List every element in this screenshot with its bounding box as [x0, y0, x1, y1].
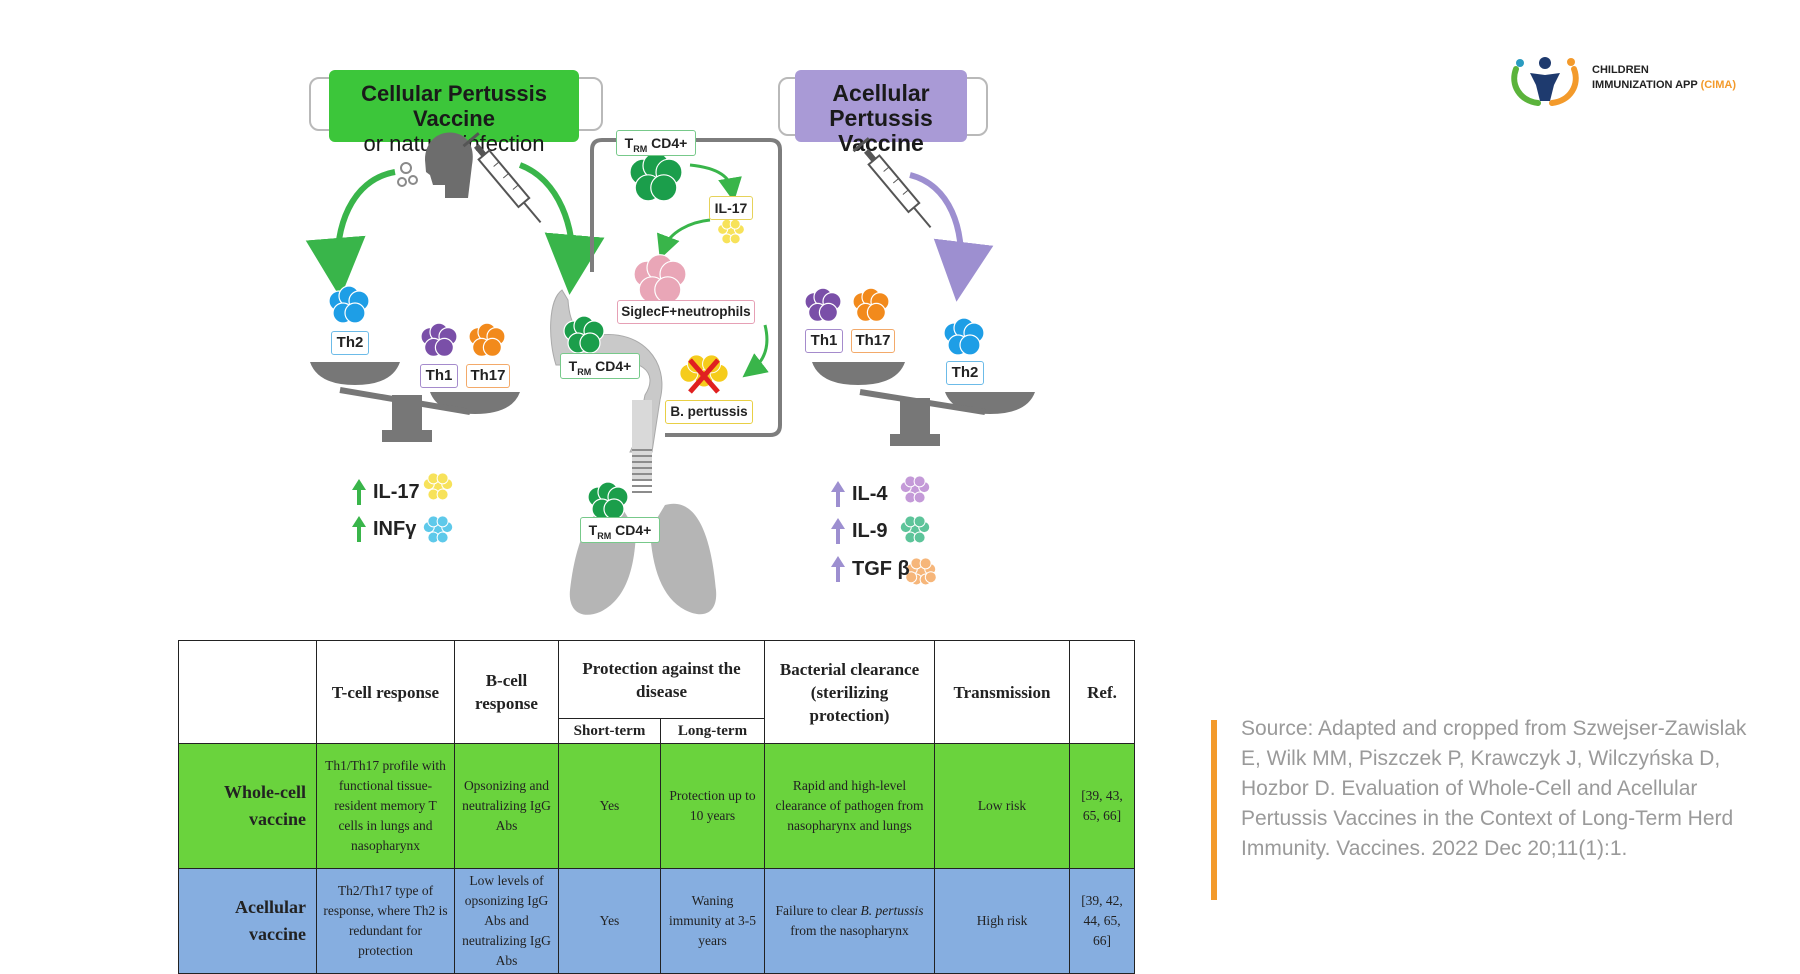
cell-long-term: Waning immunity at 3-5 years — [660, 868, 765, 974]
header-short-term: Short-term — [558, 718, 661, 744]
arrow-il17-to-neutrophils — [656, 218, 711, 260]
cell-short-term: Yes — [558, 868, 661, 974]
cell-transmission: Low risk — [934, 743, 1070, 869]
cell-tcell: Th2/Th17 type of response, where Th2 is … — [316, 868, 455, 974]
acellular-vaccine-title: Acellular Pertussis Vaccine — [795, 70, 967, 156]
header-ref: Ref. — [1069, 640, 1135, 744]
blocked-x-icon — [688, 358, 720, 394]
up-arrow-il17 — [352, 479, 366, 505]
th1-cell-cluster-right — [804, 287, 842, 322]
acellular-title-line1: Acellular — [832, 80, 930, 106]
cell-clearance: Rapid and high-level clearance of pathog… — [764, 743, 935, 869]
tgfb-cytokine-dots-right — [905, 557, 937, 586]
th17-cell-cluster-left — [468, 322, 506, 357]
logo-line-2: IMMUNIZATION APP (CIMA) — [1592, 79, 1737, 91]
cell-long-term: Protection up to 10 years — [660, 743, 765, 869]
syringe-icon-left — [462, 132, 542, 224]
infg-cytokine-dots-left — [422, 515, 454, 544]
source-accent-bar — [1211, 720, 1217, 900]
il17-cytokine-dots-left — [422, 472, 454, 501]
th1-label-left: Th1 — [420, 364, 458, 388]
siglecf-neutrophil-cluster — [633, 254, 687, 304]
il9-cytokine-dots-right — [899, 515, 931, 544]
arrow-neutrophils-to-bp — [742, 324, 769, 378]
cell-tcell: Th1/Th17 profile with functional tissue-… — [316, 743, 455, 869]
logo-line-1: CHILDREN — [1592, 64, 1649, 76]
syringe-icon-right — [852, 137, 932, 229]
source-citation: Source: Adapted and cropped from Szwejse… — [1241, 717, 1747, 860]
table-header-row: T-cell response B-cell response Protecti… — [178, 640, 1135, 744]
th17-cell-cluster-right — [852, 287, 890, 322]
trm-panel-frame — [590, 138, 782, 437]
cellular-title-line1: Cellular Pertussis Vaccine — [361, 81, 547, 131]
cytokine-infg-left: INFγ — [373, 518, 417, 540]
cell-short-term: Yes — [558, 743, 661, 869]
green-arrow-left — [305, 169, 396, 298]
neutrophils-label: SiglecF+neutrophils — [617, 300, 755, 324]
header-clearance: Bacterial clearance (sterilizing protect… — [764, 640, 935, 744]
il4-cytokine-dots-right — [899, 475, 931, 504]
trm-cell-cluster-airway — [563, 315, 605, 354]
th1-cell-cluster-left — [420, 322, 458, 357]
header-tcell: T-cell response — [316, 640, 455, 744]
trm-cd4-label-airway: TRM CD4+ — [560, 353, 640, 379]
row-label: Acellular vaccine — [178, 868, 317, 974]
up-arrow-il4 — [831, 481, 845, 507]
up-arrow-tgfb — [831, 556, 845, 582]
cytokine-il9-right: IL-9 — [852, 520, 888, 542]
il17-cytokine-dots-panel — [717, 218, 745, 245]
th17-label-right: Th17 — [851, 329, 895, 353]
header-long-term: Long-term — [660, 718, 765, 744]
vaccine-comparison-table: T-cell response B-cell response Protecti… — [178, 640, 1135, 974]
logo-icon — [1511, 57, 1579, 106]
bpertussis-bacteria — [679, 354, 729, 388]
logo-accent: (CIMA) — [1700, 79, 1737, 91]
acellular-title-line2: Pertussis Vaccine — [829, 105, 933, 156]
header-bcell: B-cell response — [454, 640, 559, 744]
header-empty — [178, 640, 317, 744]
trm-cd4-label-lungs: TRM CD4+ — [580, 517, 660, 543]
cell-ref: [39, 43, 65, 66] — [1069, 743, 1135, 869]
up-arrow-infg — [352, 516, 366, 542]
cell-bcell: Opsonizing and neutralizing IgG Abs — [454, 743, 559, 869]
coughing-head-icon — [397, 132, 473, 198]
th2-label-right: Th2 — [946, 361, 984, 385]
bpertussis-label: B. pertussis — [665, 400, 753, 424]
cell-bcell: Low levels of opsonizing IgG Abs and neu… — [454, 868, 559, 974]
table-row-whole-cell: Whole-cell vaccine Th1/Th17 profile with… — [178, 743, 1135, 869]
trm-cd4-label-top: TRM CD4+ — [616, 130, 696, 156]
cellular-vaccine-title: Cellular Pertussis Vaccine or natural in… — [329, 70, 579, 156]
th2-cell-cluster-left — [328, 285, 370, 324]
green-arrow-right — [518, 162, 605, 295]
header-protection: Protection against the disease — [558, 640, 765, 719]
arrow-trm-to-il17 — [689, 163, 742, 202]
trm-cell-cluster-lungs — [587, 481, 629, 520]
cytokine-tgfb-right: TGF β — [852, 558, 910, 580]
il17-label-panel: IL-17 — [709, 196, 753, 220]
table-subheader-row: Short-term Long-term — [179, 718, 1135, 744]
cytokine-il17-left: IL-17 — [373, 481, 420, 503]
logo-text: CHILDREN IMMUNIZATION APP (CIMA) — [1592, 63, 1736, 93]
th17-label-left: Th17 — [466, 364, 510, 388]
row-label: Whole-cell vaccine — [178, 743, 317, 869]
cell-ref: [39, 42, 44, 65, 66] — [1069, 868, 1135, 974]
left-balance-scale — [310, 362, 520, 442]
cell-clearance: Failure to clear B. pertussis from the n… — [764, 868, 935, 974]
header-transmission: Transmission — [934, 640, 1070, 744]
up-arrow-il9 — [831, 518, 845, 544]
purple-arrow — [909, 172, 994, 302]
th1-label-right: Th1 — [805, 329, 843, 353]
cytokine-il4-right: IL-4 — [852, 483, 888, 505]
th2-label-left: Th2 — [331, 331, 369, 355]
table-row-acellular: Acellular vaccine Th2/Th17 type of respo… — [178, 868, 1135, 974]
right-balance-scale — [812, 362, 1035, 446]
cell-transmission: High risk — [934, 868, 1070, 974]
trm-cell-cluster-top — [629, 152, 683, 202]
th2-cell-cluster-right — [943, 317, 985, 356]
